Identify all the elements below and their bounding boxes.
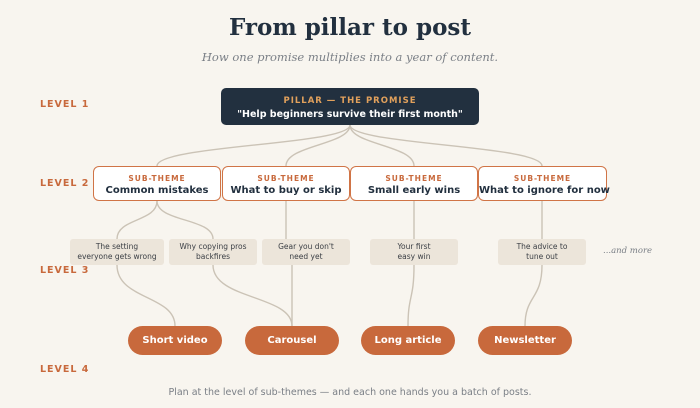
sub-theme-label: Common mistakes [105,185,209,196]
post-idea-line: Gear you don't [278,242,334,251]
link-theme-1-post-2 [156,200,214,240]
post-idea-line: easy win [397,252,431,261]
sub-theme-label: Small early wins [367,185,461,196]
sub-theme-node: SUB-THEME Small early wins [350,166,478,201]
link-post-1-format-1 [116,264,176,327]
pillar-node: PILLAR — THE PROMISE "Help beginners sur… [221,88,479,125]
sub-theme-kicker: SUB-THEME [128,174,186,183]
sub-theme-label: What to ignore for now [479,185,610,196]
post-idea-line: everyone gets wrong [77,252,157,261]
sub-theme-node: SUB-THEME What to buy or skip [222,166,350,201]
link-post-2-format-2 [212,264,293,327]
post-idea-line: The advice to [516,242,568,251]
format-pill-newsletter: Newsletter [478,326,572,355]
sub-theme-node: SUB-THEME Common mistakes [93,166,221,201]
page-subtitle: How one promise multiplies into a year o… [201,50,499,64]
post-idea-line: The setting [95,242,139,251]
link-pillar-theme-4 [349,124,543,167]
link-post-5-format-4 [524,264,543,327]
post-idea-line: Why copying pros [179,242,247,251]
sub-theme-kicker: SUB-THEME [257,174,315,183]
sub-theme-label: What to buy or skip [230,185,342,196]
level-3-label: LEVEL 3 [40,265,90,276]
level-1-label: LEVEL 1 [40,99,90,110]
link-post-4-format-3 [407,264,415,327]
format-pill-short-video: Short video [128,326,222,355]
link-pillar-theme-2 [285,124,351,167]
more-label: ...and more [603,246,653,256]
sub-theme-kicker: SUB-THEME [513,174,572,183]
link-pillar-theme-1 [156,124,351,167]
pillar-kicker: PILLAR — THE PROMISE [283,96,417,106]
footer-note: Plan at the level of sub-themes — and ea… [168,387,532,398]
level-4-label: LEVEL 4 [40,364,90,375]
format-pill-long-article: Long article [361,326,455,355]
post-idea-line: backfires [196,252,230,261]
sub-theme-kicker: SUB-THEME [385,174,443,183]
link-pillar-theme-3 [349,124,415,167]
level-2-label: LEVEL 2 [40,178,90,189]
post-idea-line: tune out [526,252,558,261]
page-title: From pillar to post [228,14,472,41]
sub-theme-node: SUB-THEME What to ignore for now [478,166,610,201]
post-idea-line: Your first [397,242,431,251]
pillar-text: "Help beginners survive their first mont… [237,109,463,120]
format-pill-carousel: Carousel [245,326,339,355]
post-idea-line: need yet [289,252,323,261]
link-theme-1-post-1 [116,200,158,240]
